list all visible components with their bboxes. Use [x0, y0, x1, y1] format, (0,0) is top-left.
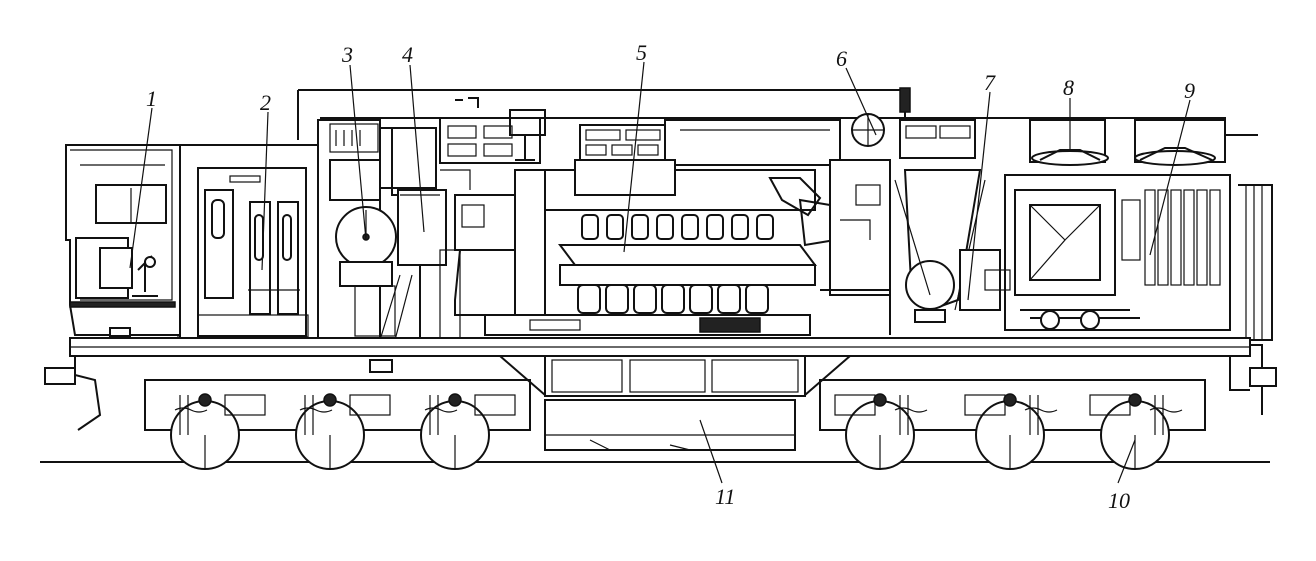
driver-cab: [65, 144, 181, 345]
callout-4: 4: [402, 42, 413, 67]
callout-7: 7: [984, 70, 996, 95]
callout-1: 1: [146, 86, 157, 111]
rear-end-cab: [1228, 184, 1273, 415]
coolant-tank: [820, 113, 891, 335]
callout-9: 9: [1184, 78, 1195, 103]
callout-6: 6: [836, 46, 847, 71]
fuel-tank: [499, 355, 851, 451]
callout-2: 2: [260, 90, 271, 115]
cylinder-heads: [581, 214, 774, 240]
diesel-engine: [484, 119, 841, 336]
cooling-section: [1004, 174, 1231, 331]
callout-10: 10: [1108, 488, 1130, 513]
front-bogie: [144, 359, 531, 470]
electrical-cabinets: [179, 144, 321, 341]
radiator-sections: [1144, 189, 1221, 286]
traction-motor-blower: [317, 119, 397, 351]
leader-lines: [129, 61, 1191, 484]
callout-8: 8: [1063, 75, 1074, 100]
callout-5: 5: [636, 40, 647, 65]
air-duct-unit: [379, 127, 471, 341]
rear-bogie: [819, 379, 1206, 470]
main-generator: [439, 169, 546, 341]
exhaust-silencer: [664, 119, 841, 166]
main-frame: [44, 337, 1277, 431]
crankcase-doors: [577, 284, 769, 314]
callout-labels: 1 2 3 4 5 6 7 8 9 10 11: [146, 40, 1195, 513]
cooling-air-funnel: [894, 119, 1011, 323]
roof-fan-9: [1134, 119, 1226, 166]
callout-3: 3: [341, 42, 353, 67]
roof-fan-8: [1029, 119, 1109, 166]
roof-electrical-boxes: [439, 97, 666, 164]
callout-11: 11: [715, 484, 735, 509]
